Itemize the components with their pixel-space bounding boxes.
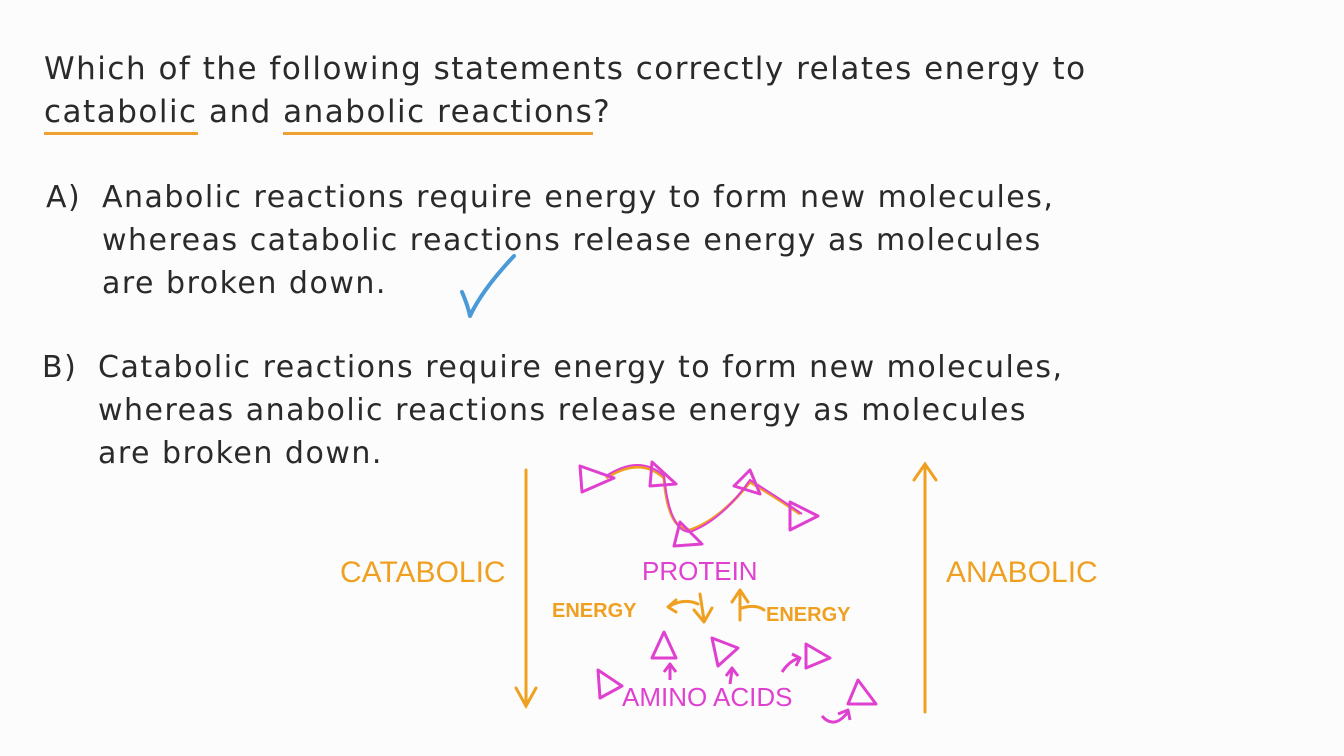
term-anabolic-reactions: anabolic reactions — [283, 94, 594, 135]
protein-unit-3 — [672, 520, 704, 548]
option-b-line1: Catabolic reactions require energy to fo… — [98, 350, 1064, 385]
protein-label: PROTEIN — [642, 556, 758, 586]
option-a-line2: whereas catabolic reactions release ener… — [102, 223, 1042, 258]
anabolic-arrow — [912, 461, 938, 714]
energy-right-label: ENERGY — [766, 604, 851, 626]
option-a-line1: Anabolic reactions require energy to for… — [102, 180, 1055, 215]
checkmark-icon — [460, 254, 516, 318]
question-text: Which of the following statements correc… — [44, 48, 1304, 135]
option-b-letter: B) — [42, 350, 78, 385]
question-and: and — [208, 94, 272, 130]
catabolic-arrow — [514, 468, 538, 710]
option-b-line2: whereas anabolic reactions release energ… — [98, 393, 1028, 428]
question-mark: ? — [593, 94, 612, 130]
option-a-line3: are broken down. — [102, 266, 387, 301]
energy-left-label: ENERGY — [552, 600, 637, 622]
option-a[interactable]: A) Anabolic reactions require energy to … — [46, 176, 1266, 305]
option-b[interactable]: B) Catabolic reactions require energy to… — [42, 346, 1262, 475]
energy-arrows — [666, 588, 766, 624]
anabolic-label: ANABOLIC — [946, 556, 1098, 589]
amino-acids-label: AMINO ACIDS — [622, 682, 793, 712]
protein-unit-5 — [788, 500, 820, 532]
option-b-line3: are broken down. — [98, 436, 383, 471]
option-a-letter: A) — [46, 180, 82, 215]
term-catabolic: catabolic — [44, 94, 198, 135]
catabolic-label: CATABOLIC — [340, 556, 506, 589]
question-line1: Which of the following statements correc… — [44, 51, 1087, 87]
